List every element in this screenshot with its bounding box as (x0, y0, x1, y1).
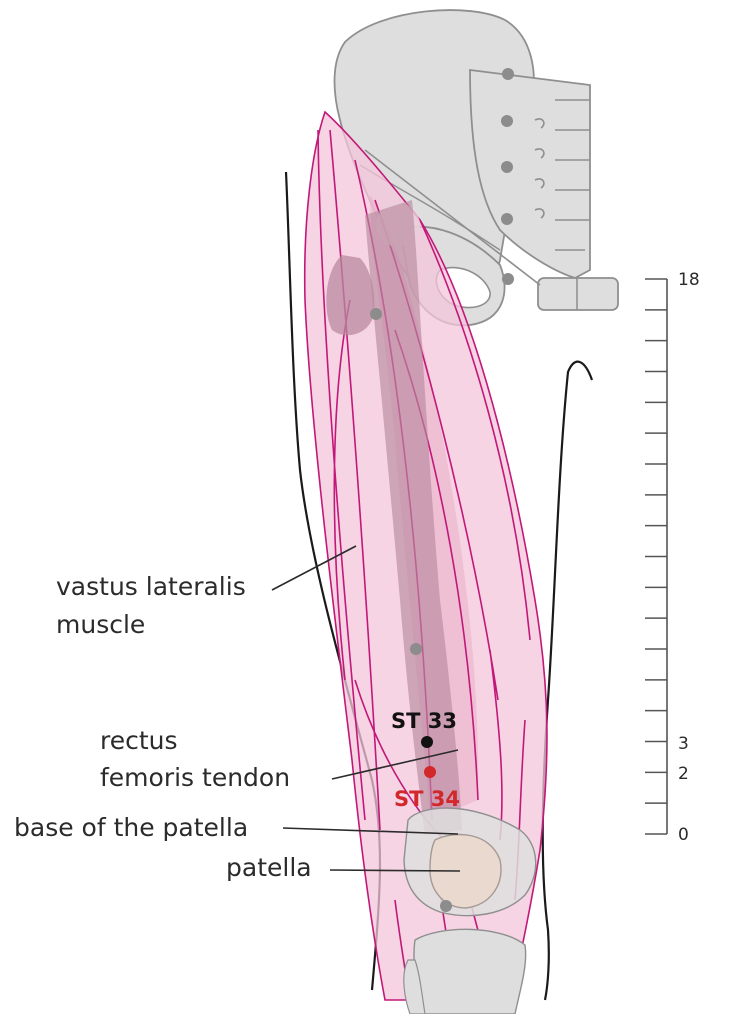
st33-point (421, 736, 433, 748)
scale-label-2: 2 (678, 764, 689, 784)
labels: vastus lateralis muscle rectus femoris t… (14, 572, 312, 882)
st34-label: ST 34 (394, 787, 460, 811)
landmark-dots (370, 68, 514, 912)
scale-ticks (645, 278, 667, 835)
rectus-femoris-label-2: femoris tendon (100, 763, 290, 792)
scale-label-3: 3 (678, 734, 689, 754)
landmark-dot (410, 643, 422, 655)
pubic-symphysis (537, 277, 619, 311)
measurement-scale: 18 3 2 0 (645, 270, 700, 845)
acupoints: ST 33 ST 34 (391, 709, 460, 811)
base-patella-callout-line (282, 827, 459, 835)
inner-thigh-contour (541, 360, 594, 1001)
tibia (413, 928, 527, 1014)
inguinal-ligament (364, 149, 541, 286)
st34-point (424, 766, 436, 778)
vastus-callout-line (271, 545, 357, 591)
sacrum (469, 68, 591, 279)
landmark-dot (370, 308, 382, 320)
sacral-foramina (534, 118, 545, 219)
greater-trochanter (326, 255, 375, 336)
rectus-femoris-label: rectus (100, 726, 178, 755)
scale-label-18: 18 (678, 270, 700, 290)
landmark-dot (502, 68, 514, 80)
scale-label-0: 0 (678, 825, 689, 845)
fibula-head (403, 959, 426, 1014)
landmark-dot (440, 900, 452, 912)
base-patella-label: base of the patella (14, 813, 248, 842)
landmark-dot (501, 213, 513, 225)
callout-lines (271, 545, 461, 872)
rectus-callout-line (331, 749, 459, 780)
landmark-dot (501, 115, 513, 127)
femoral-shaft (365, 200, 462, 835)
vastus-lateralis-label: vastus lateralis (56, 572, 246, 601)
knee (403, 833, 527, 1014)
landmark-dot (502, 273, 514, 285)
patella-shape (429, 833, 502, 909)
sacral-segments (555, 99, 590, 251)
patella-label: patella (226, 853, 312, 882)
landmark-dot (501, 161, 513, 173)
patella-callout-line (329, 869, 461, 872)
st33-label: ST 33 (391, 709, 457, 733)
vastus-lateralis-label-2: muscle (56, 610, 145, 639)
